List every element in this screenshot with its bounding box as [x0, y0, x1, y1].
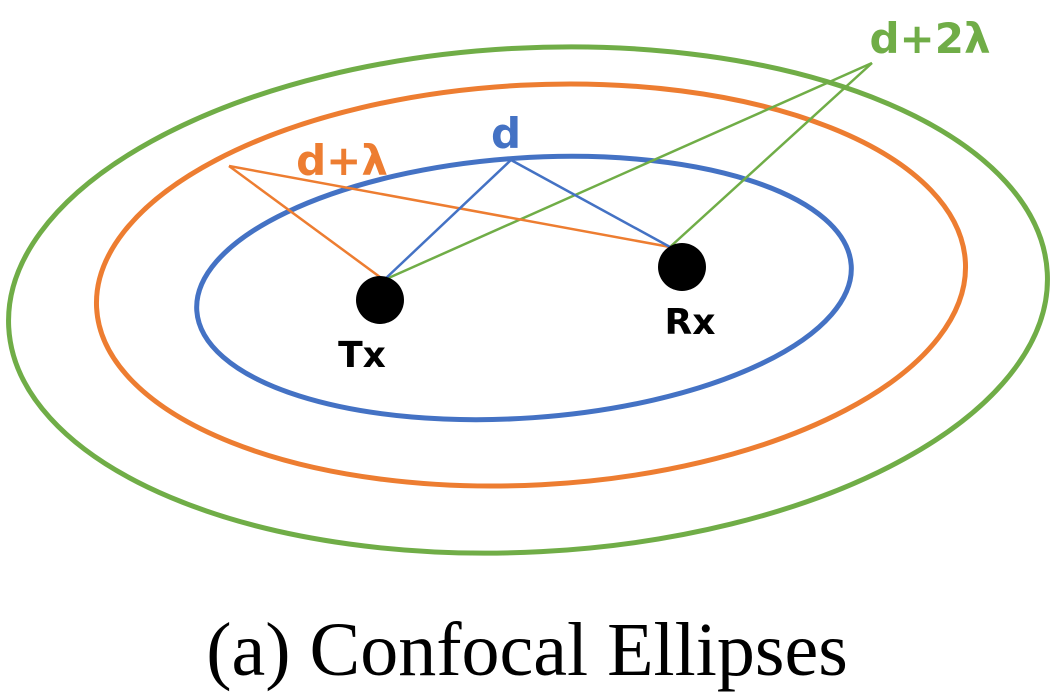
confocal-ellipses-diagram: Tx Rx d d+λ d+2λ [6, 14, 1050, 556]
figure-caption: (a) Confocal Ellipses [206, 608, 848, 692]
ellipse-inner [194, 153, 854, 423]
inner-ellipse-label: d [491, 109, 521, 158]
rx-label: Rx [665, 302, 716, 343]
ray-outer-tx [383, 61, 873, 282]
tx-node [356, 276, 404, 324]
outer-ellipse-label: d+2λ [869, 14, 990, 63]
rx-node [658, 243, 706, 291]
ray-middle-tx [228, 164, 385, 282]
ellipse-middle [93, 81, 969, 489]
ray-outer-rx [669, 62, 873, 248]
ray-inner-rx [510, 158, 671, 249]
middle-ellipse-label: d+λ [296, 136, 388, 185]
tx-label: Tx [338, 335, 386, 376]
ray-inner-tx [383, 159, 512, 281]
ray-middle-rx [228, 164, 671, 249]
ellipse-outer [6, 44, 1050, 556]
